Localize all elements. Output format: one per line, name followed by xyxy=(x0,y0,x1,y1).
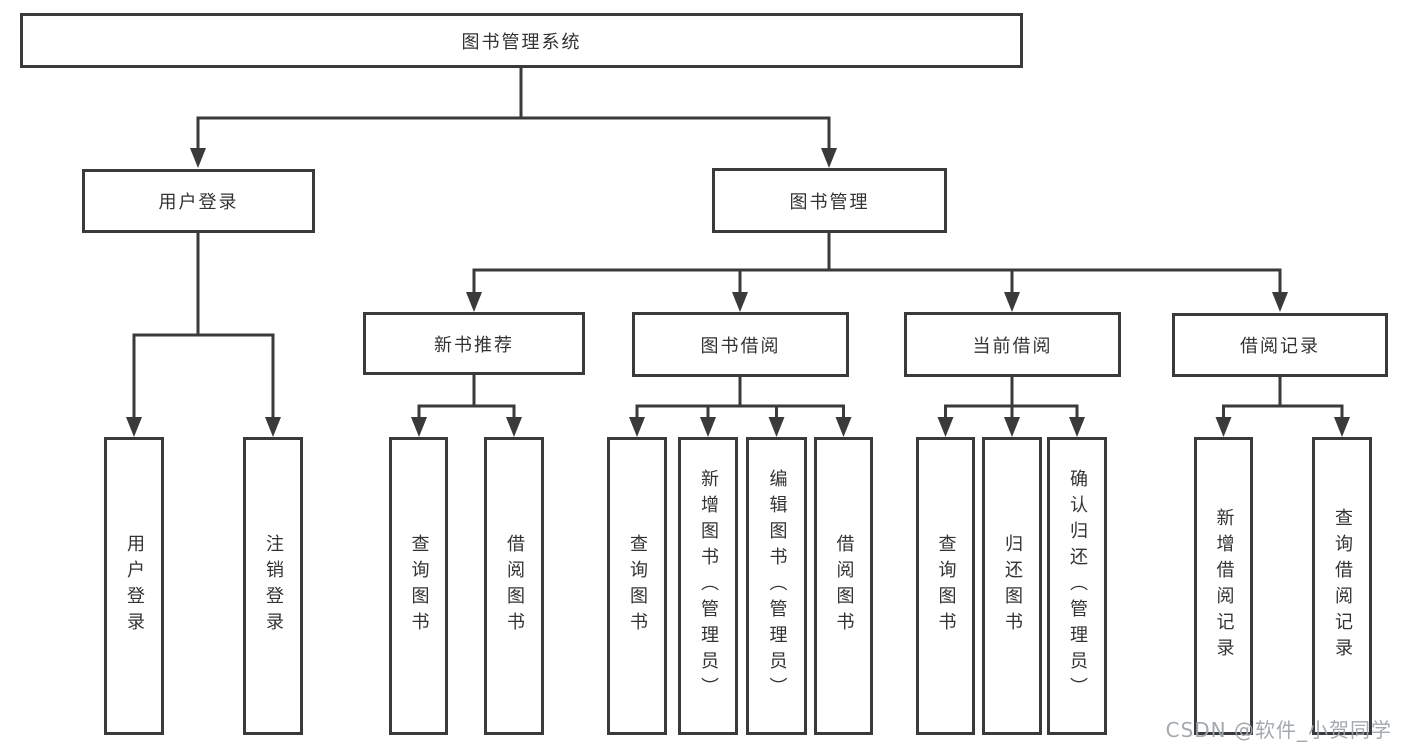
node-book-borrow-label: 图书借阅 xyxy=(700,335,781,357)
leaf-nbr-query-books-label: 查询图书 xyxy=(408,534,430,638)
leaf-bb-edit-books-admin: 编辑图书（管理员） xyxy=(746,437,807,735)
leaf-bb-query-books-label: 查询图书 xyxy=(627,534,648,638)
leaf-cb-return-books: 归还图书 xyxy=(982,437,1042,735)
node-book-management: 图书管理 xyxy=(712,168,947,233)
leaf-bb-edit-books-admin-label: 编辑图书（管理员） xyxy=(766,469,788,703)
node-borrow-records: 借阅记录 xyxy=(1172,313,1388,377)
leaf-bb-borrow-books-label: 借阅图书 xyxy=(833,534,855,638)
leaf-br-add-record-label: 新增借阅记录 xyxy=(1213,508,1235,664)
leaf-cb-query-books-label: 查询图书 xyxy=(935,534,957,638)
leaf-bb-add-books-admin: 新增图书（管理员） xyxy=(678,437,738,735)
leaf-user-login-label: 用户登录 xyxy=(124,534,145,638)
csdn-watermark: CSDN @软件_小贺同学 xyxy=(1165,718,1392,742)
leaf-nbr-borrow-books: 借阅图书 xyxy=(484,437,544,735)
node-user-login: 用户登录 xyxy=(82,169,315,233)
leaf-br-query-record-label: 查询借阅记录 xyxy=(1332,508,1353,664)
leaf-nbr-query-books: 查询图书 xyxy=(389,437,448,735)
leaf-br-add-record: 新增借阅记录 xyxy=(1194,437,1253,735)
leaf-bb-borrow-books: 借阅图书 xyxy=(814,437,873,735)
node-root-label: 图书管理系统 xyxy=(461,31,582,53)
leaf-cb-query-books: 查询图书 xyxy=(916,437,975,735)
node-new-book-recommend-label: 新书推荐 xyxy=(434,334,514,356)
leaf-logout-label: 注销登录 xyxy=(263,534,284,638)
leaf-cb-return-books-label: 归还图书 xyxy=(1002,534,1023,638)
leaf-bb-query-books: 查询图书 xyxy=(607,437,667,735)
leaf-bb-add-books-admin-label: 新增图书（管理员） xyxy=(698,469,719,703)
leaf-br-query-record: 查询借阅记录 xyxy=(1312,437,1372,735)
leaf-cb-confirm-return-admin-label: 确认归还（管理员） xyxy=(1067,469,1088,703)
leaf-user-login: 用户登录 xyxy=(104,437,164,735)
node-root: 图书管理系统 xyxy=(20,13,1023,68)
node-current-borrow: 当前借阅 xyxy=(904,312,1121,377)
leaf-cb-confirm-return-admin: 确认归还（管理员） xyxy=(1047,437,1107,735)
node-book-management-label: 图书管理 xyxy=(789,191,870,213)
leaf-logout: 注销登录 xyxy=(243,437,303,735)
node-borrow-records-label: 借阅记录 xyxy=(1240,336,1320,357)
node-book-borrow: 图书借阅 xyxy=(632,312,849,377)
leaf-nbr-borrow-books-label: 借阅图书 xyxy=(504,534,525,638)
node-user-login-label: 用户登录 xyxy=(158,192,239,213)
node-current-borrow-label: 当前借阅 xyxy=(972,335,1053,357)
node-new-book-recommend: 新书推荐 xyxy=(363,312,585,375)
